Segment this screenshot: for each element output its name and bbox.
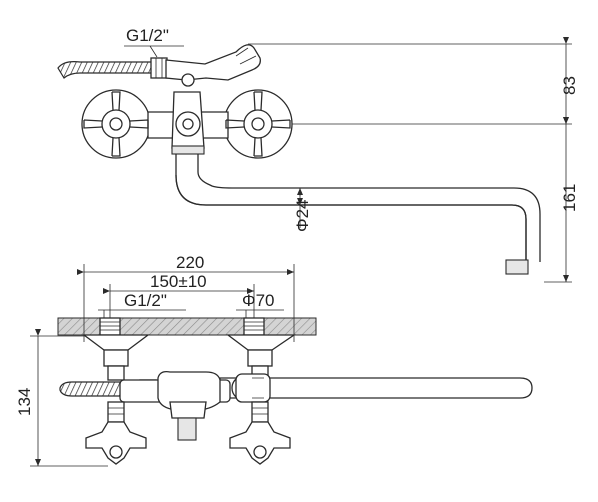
top-view: G1/2" 83 161 Φ24 bbox=[57, 26, 579, 283]
right-flange-cone bbox=[226, 334, 297, 351]
front-view: 220 150±10 G1/2" Φ70 bbox=[15, 253, 533, 467]
dim-161: 161 bbox=[560, 184, 579, 212]
left-handle bbox=[83, 91, 149, 157]
front-spout bbox=[219, 377, 533, 399]
dim-220: 220 bbox=[176, 253, 204, 272]
front-thread-label: G1/2" bbox=[124, 291, 167, 310]
shower-holder bbox=[165, 44, 261, 81]
dim-83: 83 bbox=[560, 76, 579, 95]
dim-134: 134 bbox=[15, 388, 34, 416]
right-cross-handle bbox=[229, 421, 291, 465]
shower-hose bbox=[57, 61, 153, 79]
spout-tube bbox=[175, 152, 541, 262]
spout-tip bbox=[505, 259, 529, 275]
diverter-outlet bbox=[177, 417, 197, 441]
dim-phi70: Φ70 bbox=[242, 291, 274, 310]
hose-nut bbox=[150, 57, 168, 79]
left-flange-cone bbox=[82, 334, 150, 351]
wall-section bbox=[57, 317, 317, 336]
dim-150: 150±10 bbox=[150, 272, 207, 291]
right-handle bbox=[225, 91, 291, 157]
dim-phi24: Φ24 bbox=[293, 200, 312, 232]
top-thread-label: G1/2" bbox=[126, 26, 169, 45]
left-cross-handle bbox=[85, 421, 147, 465]
